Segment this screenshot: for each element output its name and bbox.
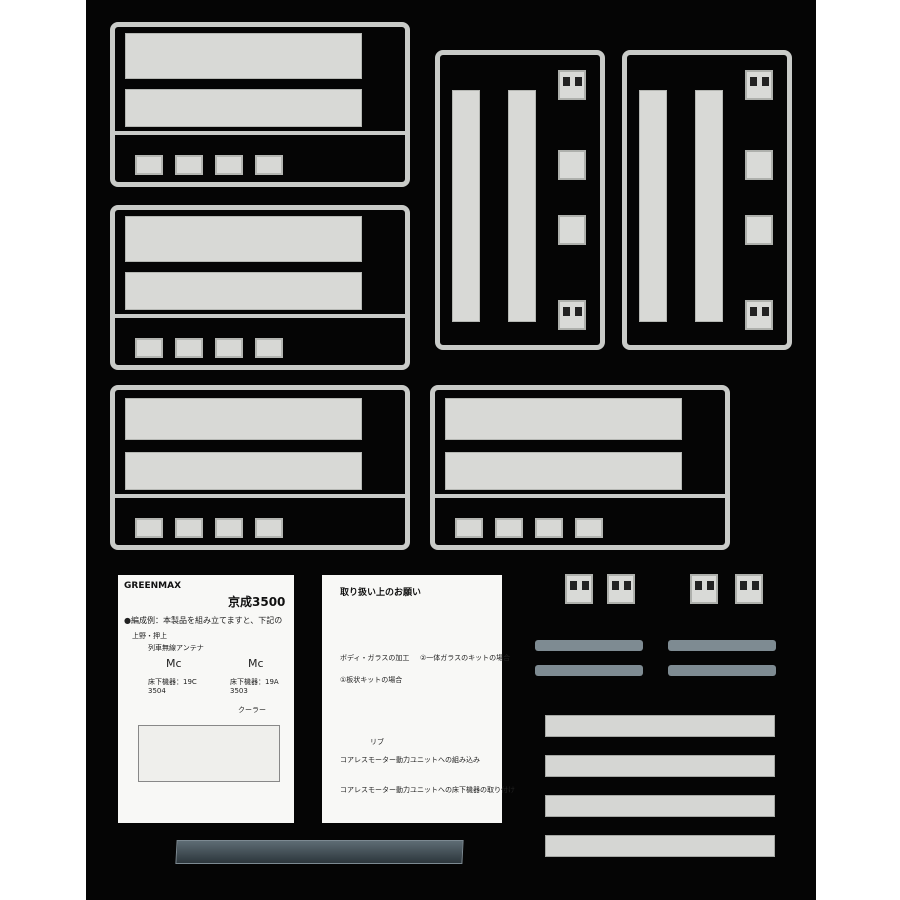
roof-panel xyxy=(125,398,362,440)
cab-front xyxy=(558,150,586,180)
body-sprue-1 xyxy=(110,22,410,187)
underfloor-frame xyxy=(545,755,775,777)
sheet-brand: GREENMAX xyxy=(124,581,182,591)
runner xyxy=(115,131,405,135)
small-part xyxy=(575,518,603,538)
weight-rod xyxy=(535,665,643,676)
cab-front xyxy=(690,574,718,604)
underfloor-frame xyxy=(545,795,775,817)
underfloor-frame xyxy=(545,715,775,737)
body-sprue-4 xyxy=(430,385,730,550)
side-panel-vertical xyxy=(452,90,480,322)
weight-rod xyxy=(668,640,776,651)
small-part xyxy=(175,518,203,538)
runner xyxy=(115,494,405,498)
roof-panel xyxy=(445,398,682,440)
small-part xyxy=(135,518,163,538)
small-part xyxy=(255,518,283,538)
small-part xyxy=(135,155,163,175)
cab-front xyxy=(745,150,773,180)
small-part xyxy=(135,338,163,358)
underfloor-frame xyxy=(545,835,775,857)
box-label: ②一体ガラスのキットの場合 xyxy=(420,654,511,662)
box-label: ボディ・ガラスの加工 xyxy=(340,654,410,662)
vertical-sprue-2 xyxy=(622,50,792,350)
sheet-line: ●編成例：本製品を組み立てますと、下記の xyxy=(124,616,283,625)
handling-title: 取り扱い上のお願い xyxy=(340,588,422,598)
instruction-sheet: GREENMAX 京成3500 ●編成例：本製品を組み立てますと、下記の 上野・… xyxy=(118,575,294,823)
note: コアレスモーター動力ユニットへの組み込み xyxy=(340,756,480,764)
small-part xyxy=(455,518,483,538)
sheet-label: 列車無線アンテナ xyxy=(148,644,204,652)
window-glass-strip xyxy=(175,840,464,864)
side-panel xyxy=(445,452,682,490)
side-panel xyxy=(125,452,362,490)
side-panel xyxy=(125,272,362,310)
small-part xyxy=(255,155,283,175)
sheet-label: クーラー xyxy=(238,706,266,714)
side-panel-vertical xyxy=(695,90,723,322)
body-sprue-3 xyxy=(110,385,410,550)
side-panel xyxy=(125,89,362,127)
side-panel-vertical xyxy=(508,90,536,322)
sheet-label: 床下機器：19C xyxy=(148,678,197,686)
weight-rod xyxy=(535,640,643,651)
small-part xyxy=(215,155,243,175)
cab-front xyxy=(558,215,586,245)
note: コアレスモーター動力ユニットへの床下機器の取り付け xyxy=(340,786,515,794)
car-drawing xyxy=(138,725,280,782)
cab-front xyxy=(745,70,773,100)
runner xyxy=(115,314,405,318)
sheet-label: Mc xyxy=(166,657,182,670)
small-part xyxy=(215,338,243,358)
cab-front xyxy=(607,574,635,604)
sheet-label: 3503 xyxy=(230,687,248,695)
vertical-sprue-1 xyxy=(435,50,605,350)
small-part xyxy=(255,338,283,358)
cab-front xyxy=(558,70,586,100)
cab-front xyxy=(745,300,773,330)
sheet-label: 3504 xyxy=(148,687,166,695)
small-part xyxy=(535,518,563,538)
side-panel-vertical xyxy=(639,90,667,322)
cab-front xyxy=(735,574,763,604)
cab-front xyxy=(558,300,586,330)
runner xyxy=(435,494,725,498)
handling-sheet: 取り扱い上のお願い ボディ・ガラスの加工 ②一体ガラスのキットの場合 ①板状キッ… xyxy=(322,575,515,823)
sheet-title: 京成3500 xyxy=(228,595,286,609)
body-sprue-2 xyxy=(110,205,410,370)
sheet-label: Mc xyxy=(248,657,264,670)
cab-front xyxy=(745,215,773,245)
sheet-label: 床下機器：19A xyxy=(230,678,279,686)
roof-panel xyxy=(125,33,362,79)
small-part xyxy=(215,518,243,538)
cab-front xyxy=(565,574,593,604)
small-part xyxy=(175,338,203,358)
sheet-label: 上野・押上 xyxy=(132,632,167,640)
small-part xyxy=(175,155,203,175)
weight-rod xyxy=(668,665,776,676)
rib-label: リブ xyxy=(370,738,384,746)
roof-panel xyxy=(125,216,362,262)
box-label: ①板状キットの場合 xyxy=(340,676,403,684)
small-part xyxy=(495,518,523,538)
